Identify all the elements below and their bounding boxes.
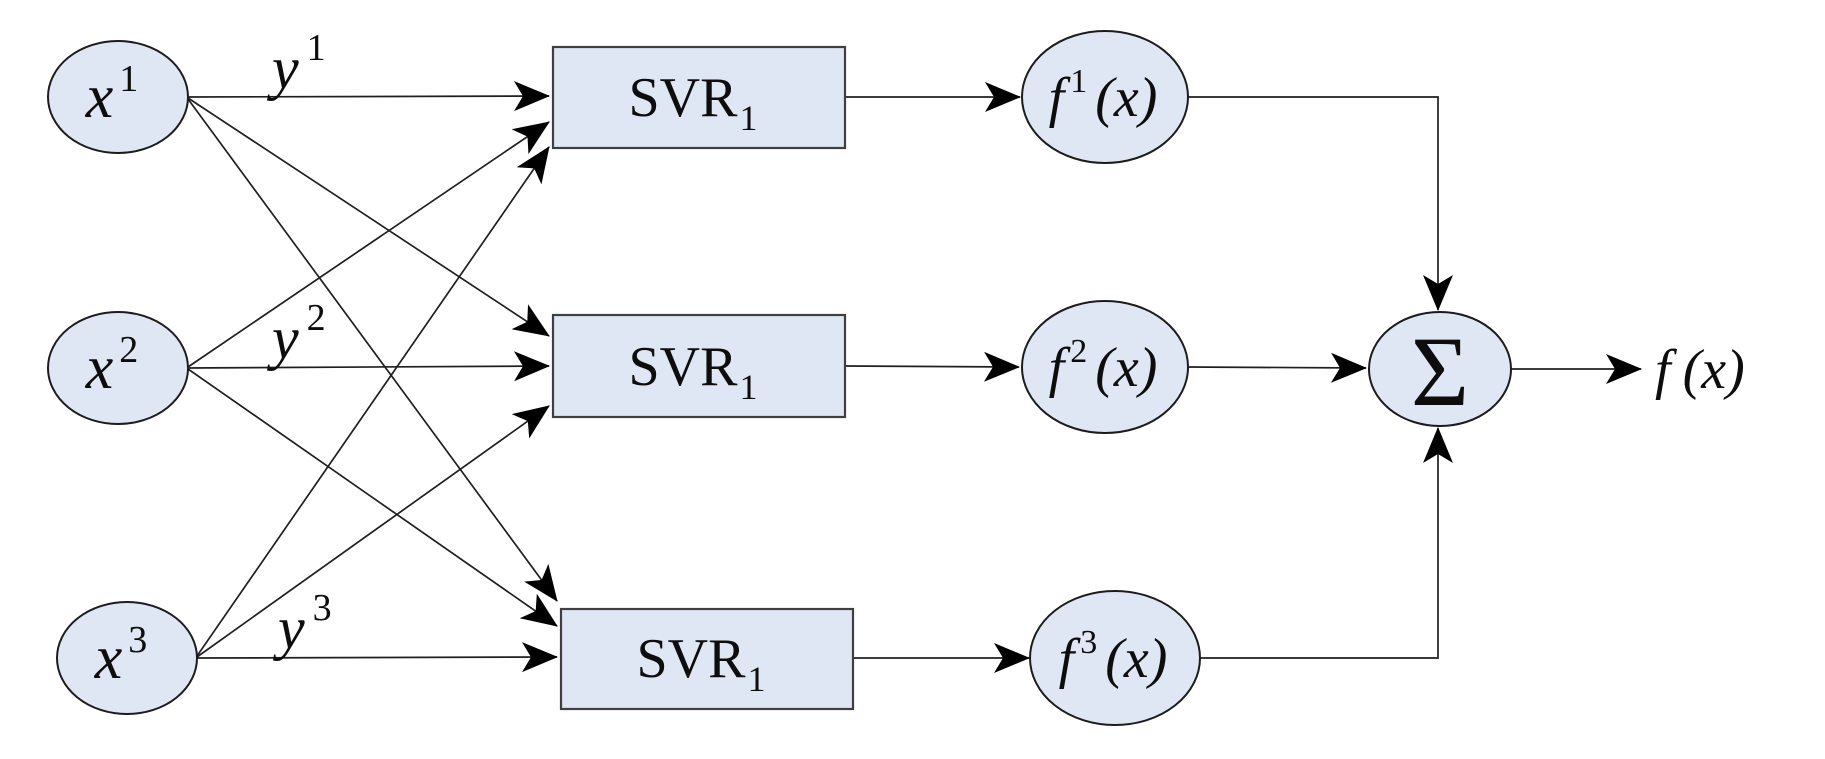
svr-box-3: SVR1 (559, 607, 855, 711)
input-node-x1-ellipse (47, 40, 189, 154)
output-node-f1-ellipse (1021, 30, 1189, 164)
edge-f2-sum (1187, 352, 1367, 383)
input-node-x3-ellipse (56, 601, 198, 715)
edge-x3-svr3 (196, 642, 558, 673)
svr-box-2: SVR1 (551, 313, 847, 419)
svr-box-2-label: SVR1 (629, 336, 758, 407)
svr-box-1-label: SVR1 (629, 67, 758, 138)
edge-x3-svr1 (196, 146, 550, 657)
svr-box-3-label: SVR1 (637, 628, 766, 699)
sum-node-ellipse (1368, 311, 1512, 427)
edge-x2-svr1 (187, 121, 550, 368)
edge-f1-sum (1188, 96, 1453, 311)
sum-node: Σ (1368, 311, 1512, 427)
input-node-x2-ellipse (47, 311, 189, 425)
final-output-label: f(x) (1655, 339, 1745, 401)
svr-box-1: SVR1 (551, 45, 847, 150)
svr-box-1-rect (551, 45, 847, 150)
sigma-symbol: Σ (1411, 316, 1469, 427)
edge-x2-svr3 (187, 368, 558, 627)
output-node-f3-ellipse (1029, 590, 1201, 726)
edge-svr2-f2 (844, 351, 1020, 382)
output-node-f2-ellipse (1021, 300, 1189, 434)
svr-box-3-rect (559, 607, 855, 711)
edge-x1-svr2 (187, 97, 550, 337)
svr-box-2-rect (551, 313, 847, 419)
edge-x1-svr1 (187, 81, 550, 112)
edge-x3-svr2 (196, 405, 550, 658)
edge-x1-svr3 (187, 98, 558, 602)
edge-f3-sum (1200, 427, 1453, 659)
edge-x2-svr2 (187, 351, 550, 382)
